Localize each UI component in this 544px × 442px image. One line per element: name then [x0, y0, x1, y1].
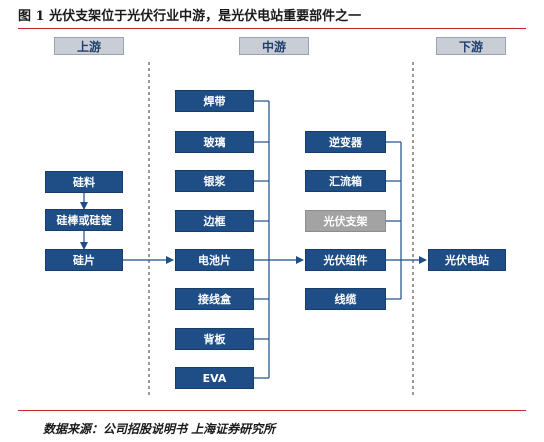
node-ribbon: 焊带: [175, 90, 254, 112]
node-junction-box: 接线盒: [175, 288, 254, 310]
node-pv-mounting: 光伏支架: [305, 210, 386, 232]
node-cable: 线缆: [305, 288, 386, 310]
figure-title: 图 1 光伏支架位于光伏行业中游，是光伏电站重要部件之一: [18, 9, 362, 24]
source-note: 数据来源：公司招股说明书 上海证券研究所: [43, 422, 276, 436]
node-pv-module: 光伏组件: [305, 249, 386, 271]
node-cell: 电池片: [175, 249, 254, 271]
node-wafer: 硅片: [45, 249, 123, 271]
stage-upstream: 上游: [54, 37, 124, 55]
node-silicon-material: 硅料: [45, 171, 123, 193]
node-silicon-ingot: 硅棒或硅锭: [45, 209, 123, 231]
top-rule: [18, 28, 526, 29]
node-silver-paste: 银浆: [175, 170, 254, 192]
node-frame: 边框: [175, 210, 254, 232]
node-backsheet: 背板: [175, 328, 254, 350]
stage-downstream: 下游: [436, 37, 506, 55]
node-power-station: 光伏电站: [428, 249, 506, 271]
bottom-rule: [18, 410, 526, 411]
node-combiner-box: 汇流箱: [305, 170, 386, 192]
node-glass: 玻璃: [175, 131, 254, 153]
node-eva: EVA: [175, 367, 254, 389]
stage-midstream: 中游: [239, 37, 309, 55]
node-inverter: 逆变器: [305, 131, 386, 153]
